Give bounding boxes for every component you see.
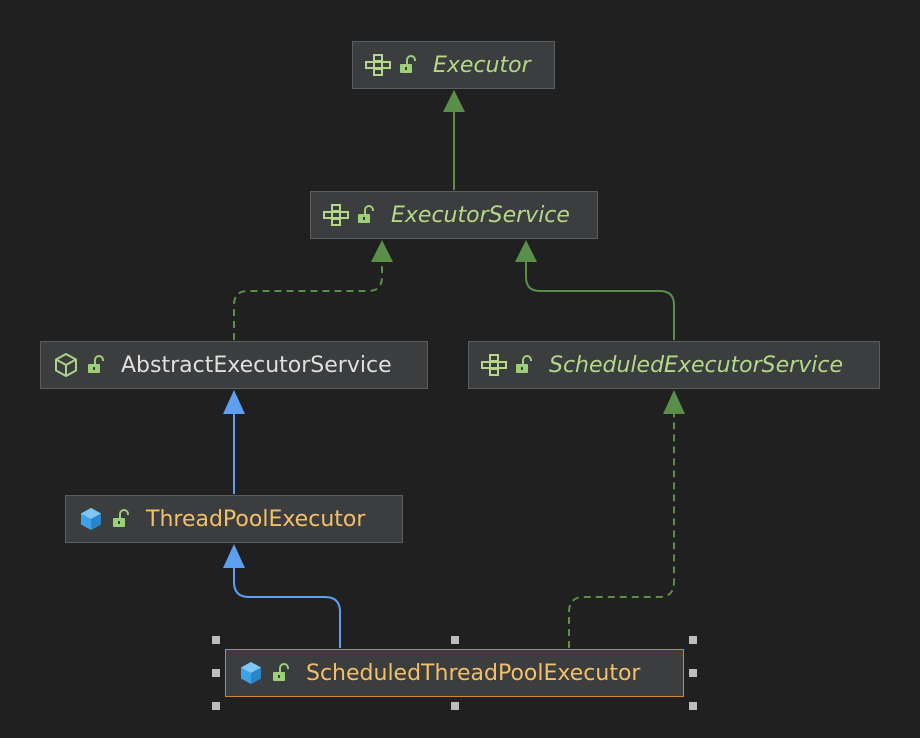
edge-abstractexecutorservice-to-executorservice — [233, 258, 383, 340]
node-scheduled-thread-pool-executor[interactable]: ScheduledThreadPoolExecutor — [225, 649, 684, 697]
unlocked-icon — [270, 662, 292, 684]
interface-icon — [479, 350, 509, 380]
node-executor-service[interactable]: ExecutorService — [310, 191, 598, 239]
node-label: Executor — [433, 52, 531, 78]
unlocked-icon — [355, 204, 377, 226]
arrowhead-executorservice-right — [515, 240, 537, 262]
arrowhead-scheduledexecutorservice — [663, 390, 685, 414]
node-thread-pool-executor[interactable]: ThreadPoolExecutor — [65, 495, 403, 543]
node-label: ThreadPoolExecutor — [146, 506, 366, 532]
node-label: ExecutorService — [391, 202, 570, 228]
class-icon — [236, 658, 266, 688]
unlocked-icon — [513, 354, 535, 376]
resize-handle-bottom-left[interactable] — [212, 702, 220, 710]
unlocked-icon — [397, 54, 419, 76]
edge-scheduledexecutorservice-to-executorservice — [525, 258, 675, 340]
unlocked-icon — [110, 508, 132, 530]
node-scheduled-executor-service[interactable]: ScheduledExecutorService — [468, 341, 880, 389]
interface-icon — [321, 200, 351, 230]
arrowhead-executor — [443, 90, 465, 112]
resize-handle-top-center[interactable] — [451, 636, 459, 644]
node-abstract-executor-service[interactable]: AbstractExecutorService — [40, 341, 428, 389]
arrowhead-executorservice-left — [371, 240, 393, 262]
resize-handle-top-left[interactable] — [212, 636, 220, 644]
node-label: AbstractExecutorService — [121, 352, 392, 378]
arrowhead-threadpoolexecutor — [223, 544, 245, 568]
edge-scheduledthreadpoolexecutor-to-scheduledexecutorservice — [568, 410, 675, 648]
resize-handle-top-right[interactable] — [689, 636, 697, 644]
class-icon — [76, 504, 106, 534]
arrowhead-abstractexecutorservice — [223, 390, 245, 414]
node-executor[interactable]: Executor — [352, 41, 555, 89]
interface-icon — [363, 50, 393, 80]
node-label: ScheduledExecutorService — [549, 352, 843, 378]
edge-scheduledthreadpoolexecutor-to-threadpoolexecutor — [233, 564, 341, 648]
resize-handle-bottom-right[interactable] — [689, 702, 697, 710]
node-label: ScheduledThreadPoolExecutor — [306, 660, 641, 686]
abstract-class-icon — [51, 350, 81, 380]
resize-handle-middle-right[interactable] — [689, 669, 697, 677]
resize-handle-middle-left[interactable] — [212, 669, 220, 677]
unlocked-icon — [85, 354, 107, 376]
resize-handle-bottom-center[interactable] — [451, 702, 459, 710]
